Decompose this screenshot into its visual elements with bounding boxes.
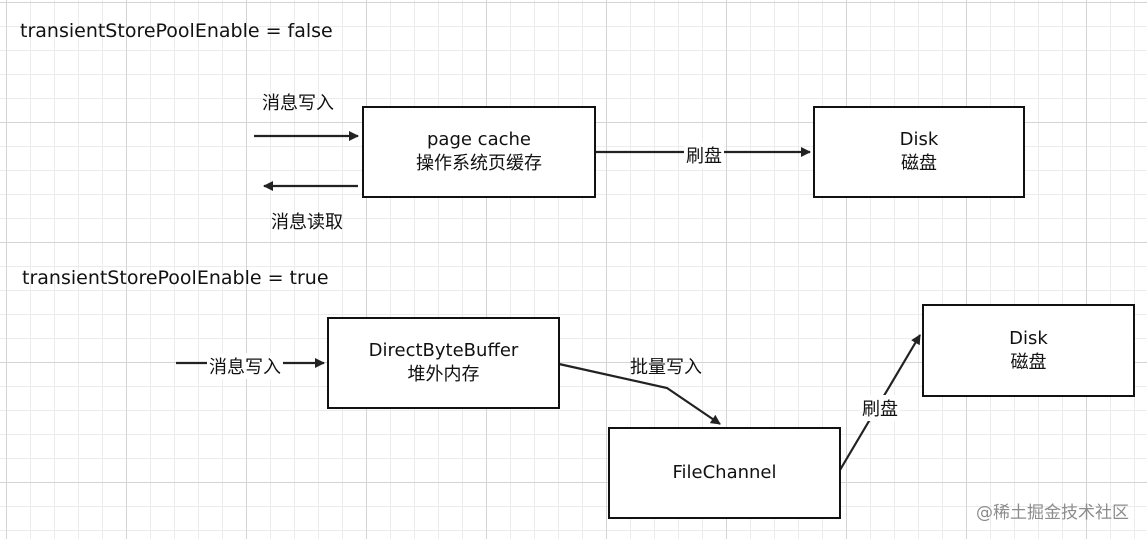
disk-subtitle-bottom: 磁盘 (1010, 351, 1047, 373)
filechannel-title: FileChannel (672, 462, 777, 483)
filechannel-box: FileChannel (608, 427, 841, 519)
pagecache-subtitle: 操作系统页缓存 (416, 153, 542, 174)
flush-label-top: 刷盘 (684, 142, 724, 168)
disk-subtitle-top: 磁盘 (901, 153, 937, 174)
directbuffer-title: DirectByteBuffer (368, 340, 519, 361)
batch-write-label: 批量写入 (630, 357, 702, 378)
directbuffer-subtitle: 堆外内存 (407, 364, 480, 385)
watermark: @稀土掘金技术社区 (976, 498, 1129, 523)
diagram1-heading: transientStorePoolEnable = false (20, 20, 333, 42)
disk-box-bottom: Disk 磁盘 (922, 304, 1135, 397)
disk-title-top: Disk (899, 129, 939, 150)
disk-box-top: Disk 磁盘 (813, 106, 1025, 198)
flush-label-bottom: 刷盘 (860, 395, 900, 421)
read-label-top: 消息读取 (271, 212, 343, 233)
batch-write-arrow (558, 362, 721, 425)
directbuffer-box: DirectByteBuffer 堆外内存 (327, 317, 560, 409)
write-label-top: 消息写入 (262, 93, 334, 114)
watermark-text: @稀土掘金技术社区 (976, 503, 1129, 523)
write-label-bottom: 消息写入 (207, 353, 283, 379)
diagram2-heading: transientStorePoolEnable = true (22, 267, 329, 289)
pagecache-box: page cache 操作系统页缓存 (362, 106, 596, 198)
pagecache-title: page cache (427, 129, 531, 150)
disk-title-bottom: Disk (1009, 327, 1048, 349)
